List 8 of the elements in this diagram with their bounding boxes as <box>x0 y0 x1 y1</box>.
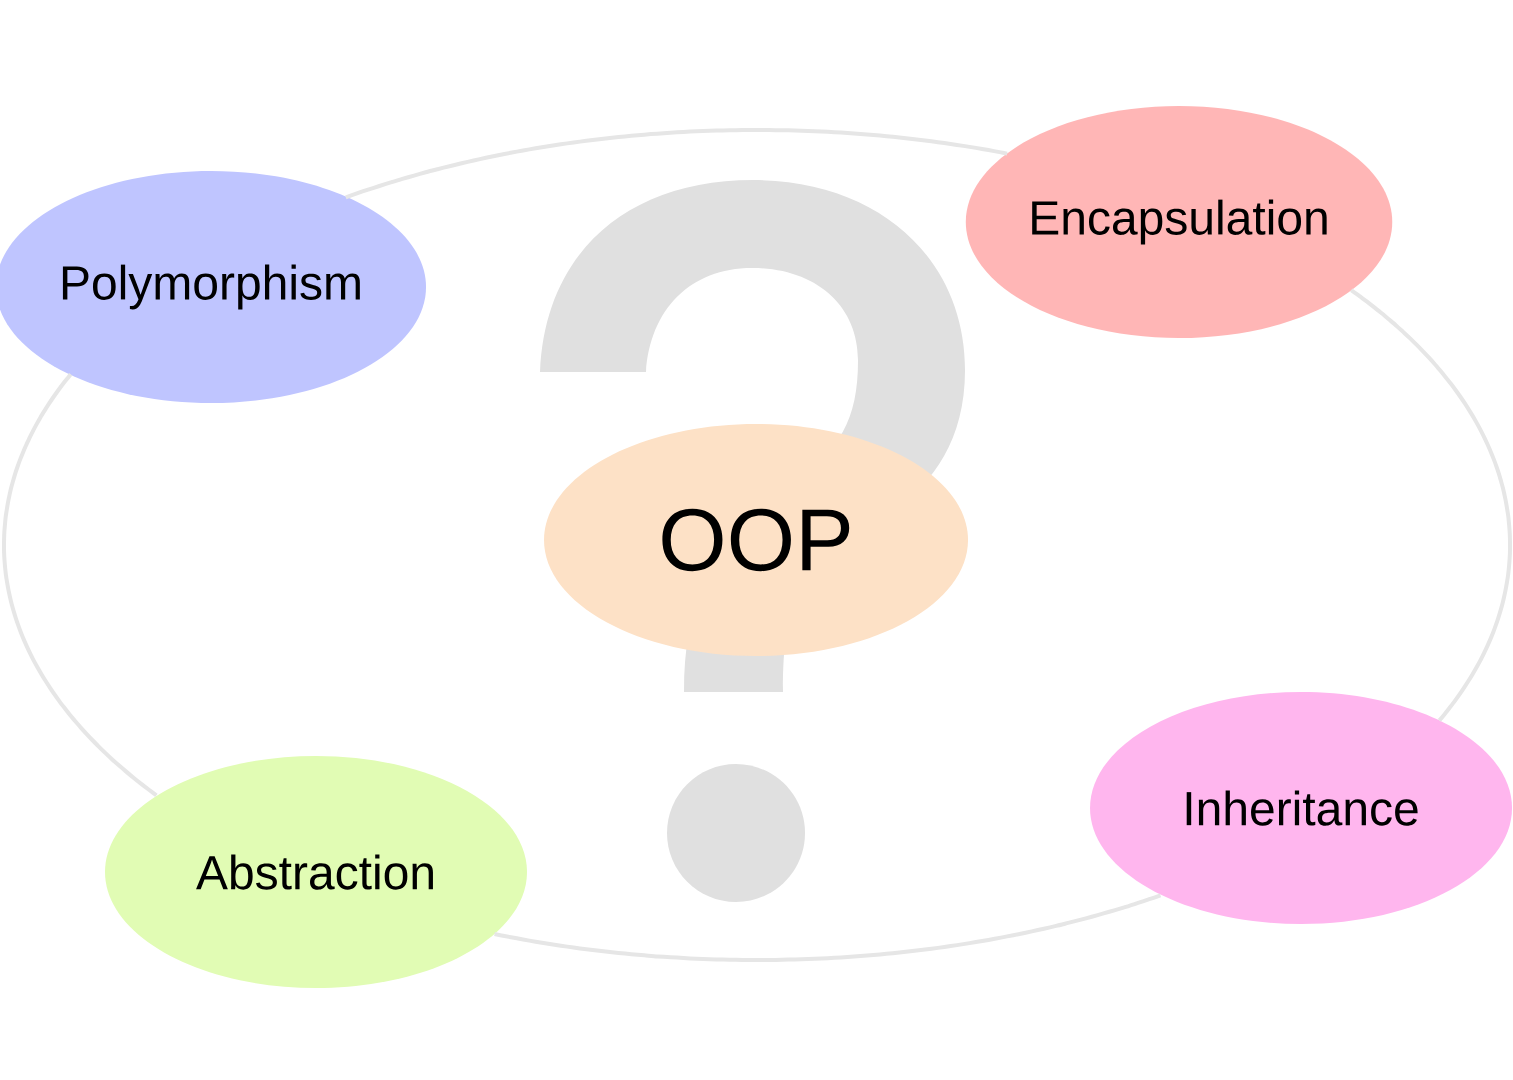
ring-line <box>1350 288 1512 722</box>
ellipse-node: Encapsulation <box>965 106 1393 338</box>
ring-line <box>345 128 1008 200</box>
ellipse-node: OOP <box>544 424 968 656</box>
ellipse-node: Abstraction <box>105 756 527 988</box>
ring-line <box>2 372 158 797</box>
ellipse-node: Inheritance <box>1090 692 1512 924</box>
ring-line <box>494 893 1162 962</box>
